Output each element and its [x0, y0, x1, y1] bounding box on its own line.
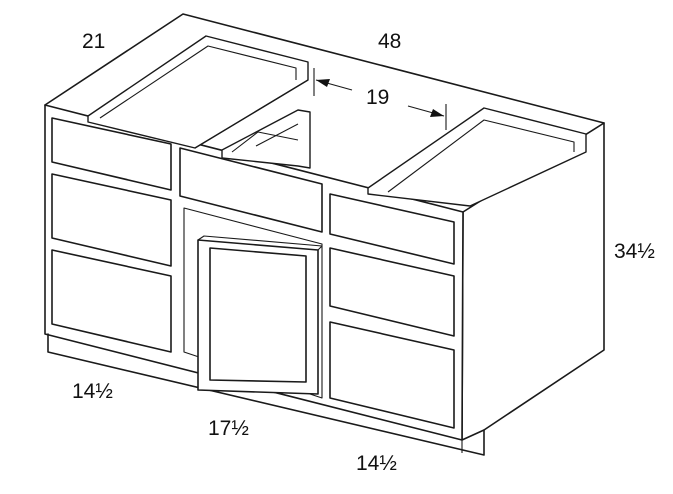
toe-kick	[47, 333, 485, 456]
door-opening	[183, 207, 323, 399]
opening-label: 19	[366, 86, 389, 109]
right-drawer-box-inner	[387, 119, 575, 193]
door-edge	[197, 235, 323, 251]
opening-arrow-left-head	[316, 79, 330, 87]
center-door	[183, 207, 323, 399]
left-drawers	[51, 117, 172, 353]
right-drawer-width-label: 14½	[356, 452, 397, 475]
left-drawer-box-floor	[194, 79, 309, 149]
right-drawer-box	[367, 107, 587, 207]
left-drawer-box-inner	[99, 45, 297, 119]
door-width-label: 17½	[208, 417, 249, 440]
center-drawer-box-inner	[231, 131, 299, 153]
right-middle-drawer	[329, 247, 455, 337]
opening-dimension-arrows	[313, 68, 447, 130]
height-label: 34½	[614, 240, 655, 263]
left-top-drawer	[51, 117, 172, 191]
opening-arrow-right-head	[430, 109, 444, 117]
left-bottom-drawer	[51, 249, 172, 353]
right-top-drawer	[329, 193, 455, 265]
right-bottom-drawer	[329, 321, 455, 429]
right-drawers	[329, 193, 455, 429]
center-drawer-box-slat	[255, 123, 299, 147]
top-openings	[87, 35, 587, 207]
left-middle-drawer	[51, 173, 172, 267]
depth-label: 21	[82, 30, 105, 53]
left-drawer-width-label: 14½	[72, 380, 113, 403]
door-frame-inner	[209, 247, 307, 383]
cabinet-top-back-edge	[44, 13, 605, 124]
center-top-drawer	[179, 147, 323, 233]
width-label: 48	[378, 30, 401, 53]
